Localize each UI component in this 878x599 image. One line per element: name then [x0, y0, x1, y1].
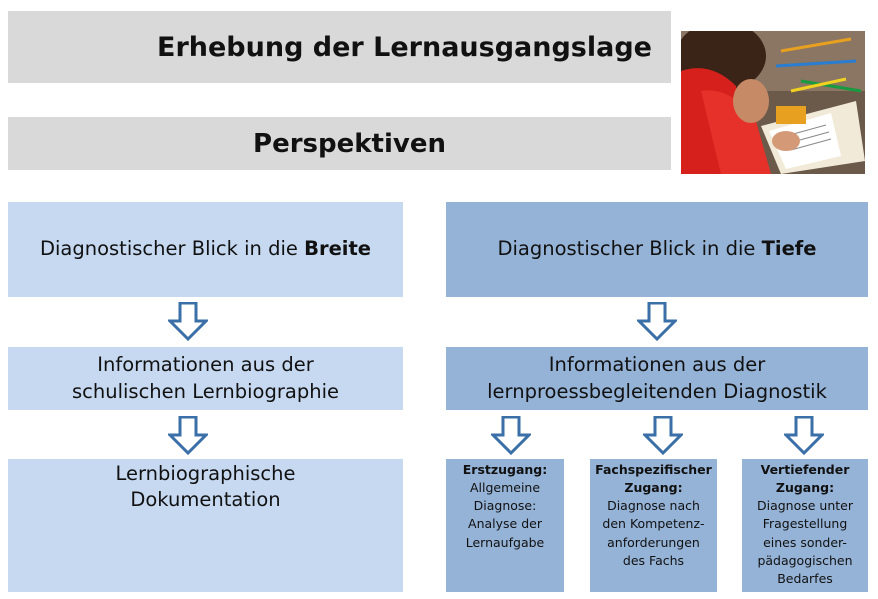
subtitle-bar: Perspektiven — [8, 117, 671, 170]
left-info-line1: Informationen aus der — [97, 353, 314, 377]
access-box-text: Erstzugang: Allgemeine Diagnose: Analyse… — [463, 461, 548, 552]
arrow-down-icon — [168, 416, 208, 456]
left-doc-line1: Lernbiographische — [115, 462, 296, 485]
subtitle: Perspektiven — [253, 128, 446, 159]
access-box-title: Fachspezifischer — [595, 462, 712, 477]
access-box-line: Analyse der — [468, 516, 542, 532]
arrow-down-icon — [643, 416, 683, 456]
right-info-line2: lernproessbegleitenden Diagnostik — [487, 379, 827, 403]
access-box-title: Erstzugang: — [462, 462, 548, 477]
left-doc-line2: Dokumentation — [130, 488, 281, 512]
access-box-line: Fragestellung — [762, 516, 848, 532]
access-box-line: den Kompetenz- — [602, 516, 705, 532]
left-header-bold: Breite — [304, 237, 372, 261]
access-box-text: Vertiefender Zugang: Diagnose unter Frag… — [757, 461, 853, 588]
arrow-down-icon — [784, 416, 824, 456]
arrow-down-icon — [168, 302, 208, 342]
right-header-prefix: Diagnostischer Blick in die — [497, 237, 762, 261]
access-box-title: Vertiefender — [760, 462, 850, 477]
right-header-bold: Tiefe — [761, 237, 817, 261]
access-box-fachspezifisch: Fachspezifischer Zugang: Diagnose nach d… — [590, 459, 717, 592]
access-box-title: Zugang: — [624, 480, 683, 496]
access-box-line: anforderungen — [607, 534, 700, 550]
left-header-box: Diagnostischer Blick in die Breite — [8, 202, 403, 297]
access-box-text: Fachspezifischer Zugang: Diagnose nach d… — [595, 461, 712, 570]
page-title: Erhebung der Lernausgangslage — [157, 31, 652, 63]
right-header-box: Diagnostischer Blick in die Tiefe — [446, 202, 868, 297]
right-info-line1: Informationen aus der — [548, 353, 766, 377]
access-box-line: Diagnose nach — [607, 498, 700, 514]
access-box-line: Diagnose unter — [756, 498, 853, 514]
access-box-line: eines sonder- — [763, 534, 847, 550]
access-box-line: Bedarfes — [777, 570, 833, 586]
right-header-text: Diagnostischer Blick in die Tiefe — [497, 236, 816, 262]
photo-child-writing — [681, 31, 865, 174]
access-box-line: des Fachs — [622, 552, 685, 568]
left-header-text: Diagnostischer Blick in die Breite — [40, 236, 371, 262]
access-box-vertiefend: Vertiefender Zugang: Diagnose unter Frag… — [742, 459, 868, 592]
access-box-line: Diagnose: — [473, 498, 537, 514]
access-box-line: Lernaufgabe — [465, 534, 545, 550]
access-box-line: Allgemeine — [469, 480, 541, 496]
title-bar: Erhebung der Lernausgangslage — [8, 11, 671, 83]
arrow-down-icon — [491, 416, 531, 456]
access-box-line: pädagogischen — [757, 552, 853, 568]
arrow-down-icon — [637, 302, 677, 342]
left-info-line2: schulischen Lernbiographie — [71, 379, 339, 403]
access-box-title: Zugang: — [775, 480, 835, 496]
left-header-prefix: Diagnostischer Blick in die — [39, 237, 305, 261]
access-box-erstzugang: Erstzugang: Allgemeine Diagnose: Analyse… — [446, 459, 564, 592]
